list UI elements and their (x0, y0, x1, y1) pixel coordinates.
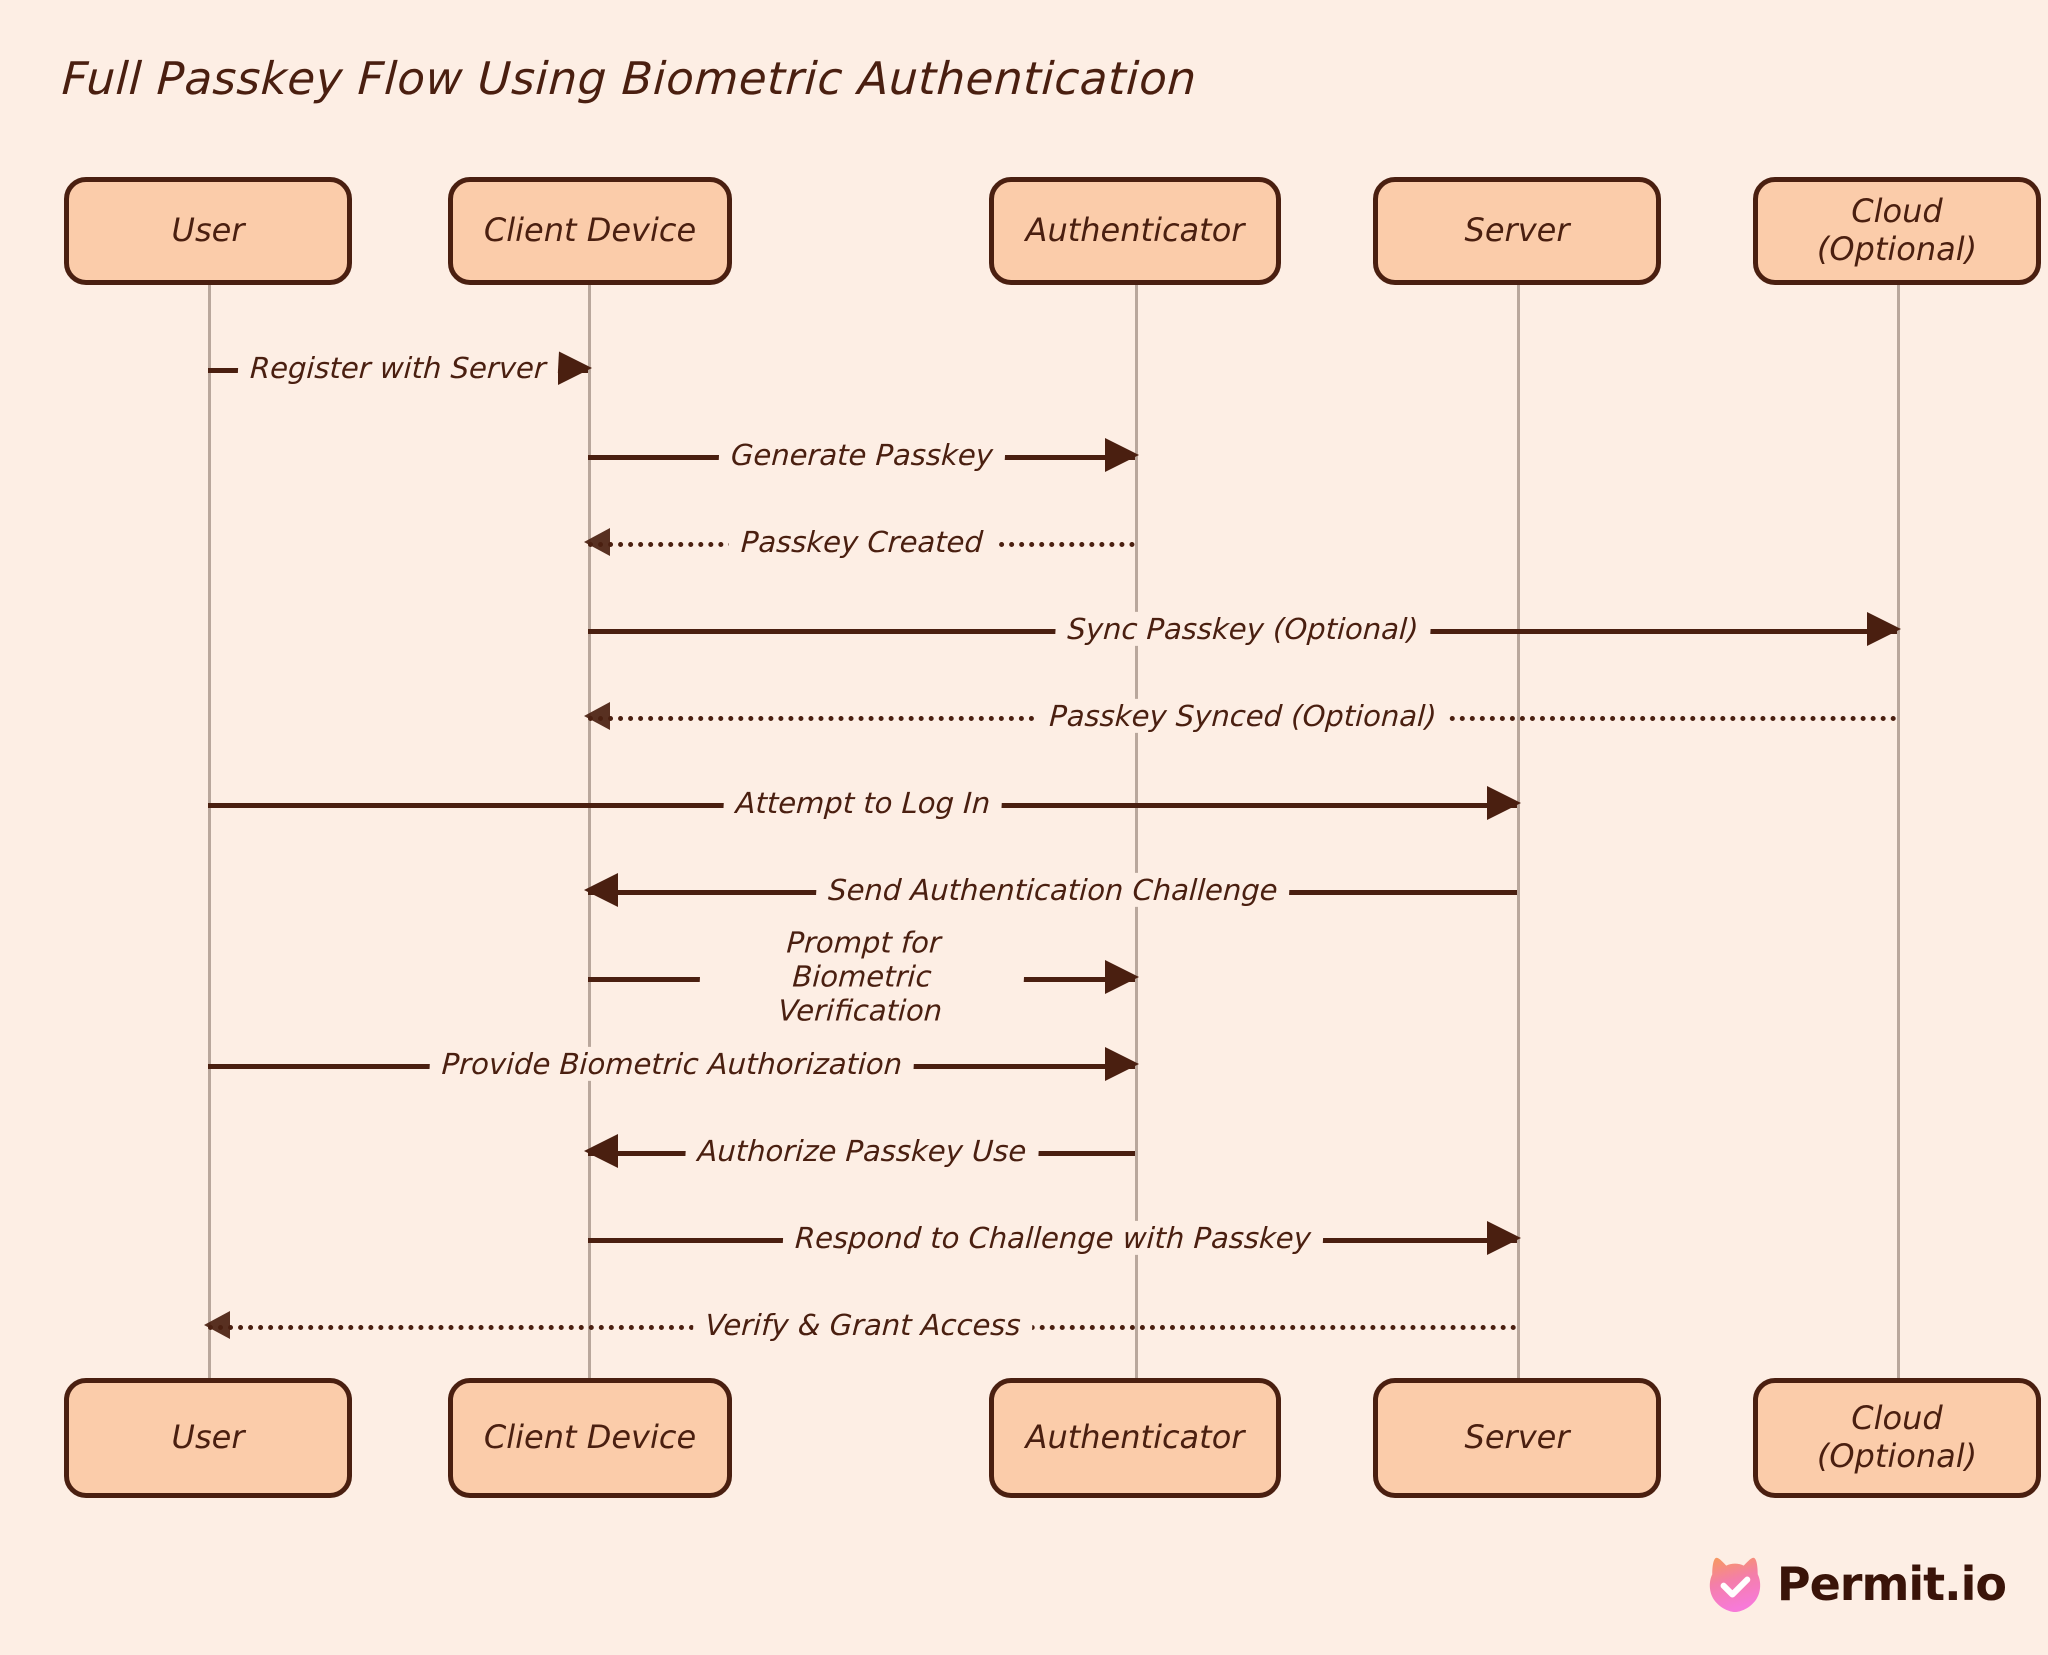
message-label: Provide Biometric Authorization (428, 1046, 915, 1082)
participant-user-bottom[interactable]: User (64, 1378, 352, 1498)
arrow-head-right (1867, 612, 1901, 646)
message-label: Passkey Created (727, 524, 996, 560)
permit-io-logo[interactable]: Permit.io (1707, 1555, 2007, 1613)
arrow-head-right (1105, 438, 1139, 472)
participant-label: Cloud (1851, 192, 1943, 231)
lifeline-client-device (588, 226, 591, 1396)
arrow-head-right (558, 351, 592, 385)
arrow-head-right (1105, 1047, 1139, 1081)
message-label: Attempt to Log In (722, 785, 1003, 821)
participant-label: Authenticator (1025, 1418, 1245, 1457)
arrow-head-right (1105, 960, 1139, 994)
arrow-head-left (204, 1311, 230, 1339)
participant-cloud-bottom[interactable]: Cloud (Optional) (1753, 1378, 2041, 1498)
message-label: Verify & Grant Access (691, 1307, 1034, 1343)
participant-label: User (171, 211, 245, 250)
participant-label: Cloud (1851, 1399, 1943, 1438)
participant-client-device-bottom[interactable]: Client Device (448, 1378, 732, 1498)
logo-wordmark: Permit.io (1776, 1557, 2007, 1611)
message-label: Authorize Passkey Use (684, 1133, 1039, 1169)
lifeline-user (208, 226, 211, 1396)
message-label: Send Authentication Challenge (814, 872, 1291, 908)
arrow-head-left (584, 702, 610, 730)
lifeline-cloud (1897, 226, 1900, 1396)
participant-user-top[interactable]: User (64, 177, 352, 285)
participant-server-bottom[interactable]: Server (1373, 1378, 1661, 1498)
participant-label: Client Device (483, 1418, 697, 1457)
participant-sublabel: (Optional) (1816, 1437, 1978, 1475)
participant-cloud-top[interactable]: Cloud (Optional) (1753, 177, 2041, 285)
participant-authenticator-bottom[interactable]: Authenticator (989, 1378, 1281, 1498)
participant-client-device-top[interactable]: Client Device (448, 177, 732, 285)
arrow-head-left (584, 873, 618, 907)
participant-label: Server (1464, 211, 1570, 250)
permit-cat-check-icon (1707, 1555, 1763, 1613)
participant-sublabel: (Optional) (1816, 230, 1978, 268)
lifeline-authenticator (1135, 226, 1138, 1396)
participant-authenticator-top[interactable]: Authenticator (989, 177, 1281, 285)
page-title: Full Passkey Flow Using Biometric Authen… (60, 52, 1199, 105)
message-label: Respond to Challenge with Passkey (781, 1220, 1324, 1256)
arrow-head-left (584, 1134, 618, 1168)
participant-label: Server (1464, 1418, 1570, 1457)
message-label: Generate Passkey (717, 437, 1006, 473)
participant-label: User (171, 1418, 245, 1457)
message-label: Register with Server (237, 350, 559, 386)
message-label: Prompt for Biometric Verification (696, 925, 1027, 1029)
arrow-head-right (1487, 1221, 1521, 1255)
message-label: Passkey Synced (Optional) (1036, 698, 1449, 734)
arrow-head-right (1487, 786, 1521, 820)
participant-server-top[interactable]: Server (1373, 177, 1661, 285)
message-label: Sync Passkey (Optional) (1054, 611, 1431, 647)
participant-label: Authenticator (1025, 211, 1245, 250)
participant-label: Client Device (483, 211, 697, 250)
arrow-head-left (584, 528, 610, 556)
